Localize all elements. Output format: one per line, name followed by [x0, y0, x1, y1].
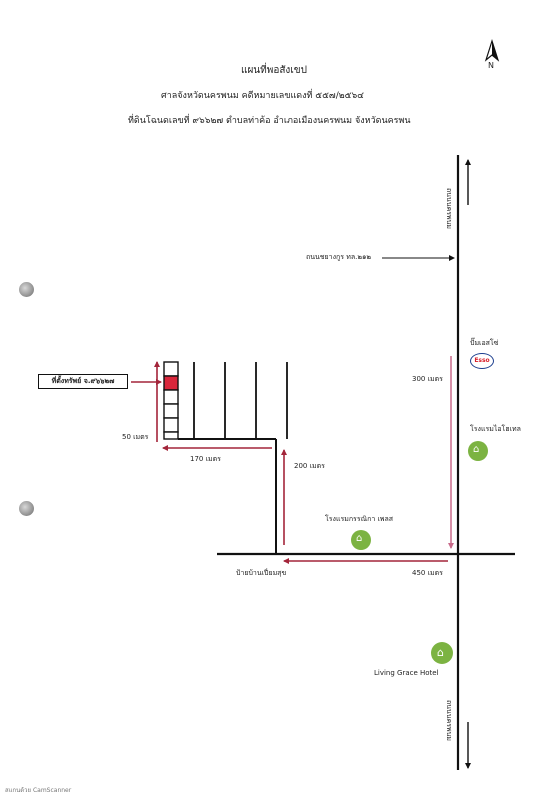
main-road-label: ถนนชยางกูร ทล.๒๑๒ [306, 253, 372, 261]
junction-sign-label: ป้ายบ้านเปี่ยมสุข [236, 569, 287, 577]
map-title: แผนที่พอสังเขป [241, 65, 307, 76]
distance-450m: 450 เมตร [412, 569, 443, 577]
property-label: ที่ตั้งทรัพย์ จ.๙๖๖๒๗ [51, 377, 115, 385]
hotel-icon-glyph: ⌂ [437, 646, 444, 659]
hotel-icon-glyph: ⌂ [473, 444, 480, 455]
compass-label: N [488, 61, 494, 70]
hotel-icon [468, 441, 488, 461]
distance-300m: 300 เมตร [412, 375, 443, 383]
distance-50m: 50 เมตร [122, 433, 149, 441]
north-arrow-icon [484, 39, 500, 62]
distance-170m: 170 เมตร [190, 455, 221, 463]
punch-hole-bottom [19, 501, 34, 516]
esso-logo-text: Esso [474, 357, 490, 364]
esso-logo-icon: Esso [470, 353, 494, 369]
hotel-center-label: โรงแรมกรรณิกา เพลส [325, 515, 394, 523]
hotel-icon [431, 642, 453, 664]
south-road-label: ถนนนครพนม [445, 700, 453, 742]
hotel-bottom-label: Living Grace Hotel [374, 669, 439, 677]
north-road-label: ถนนนครพนม [445, 188, 453, 230]
hotel-icon [351, 530, 371, 550]
esso-caption: ปั๊มเอสโซ่ [470, 339, 499, 347]
scanner-footer: สแกนด้วย CamScanner [5, 787, 72, 794]
distance-200m: 200 เมตร [294, 462, 325, 470]
land-deed-line: ที่ดินโฉนดเลขที่ ๙๖๖๒๗ ตำบลท่าค้อ อำเภอเ… [128, 116, 411, 126]
property-label-box: ที่ตั้งทรัพย์ จ.๙๖๖๒๗ [38, 374, 128, 389]
land-lots-column [163, 361, 179, 440]
hotel-right-label: โรงแรมไอโฮเทล [470, 425, 521, 433]
hotel-icon-glyph: ⌂ [356, 533, 363, 544]
punch-hole-top [19, 282, 34, 297]
court-case-line: ศาลจังหวัดนครพนม คดีหมายเลขแดงที่ ๕๕๗/๒๕… [161, 91, 364, 101]
